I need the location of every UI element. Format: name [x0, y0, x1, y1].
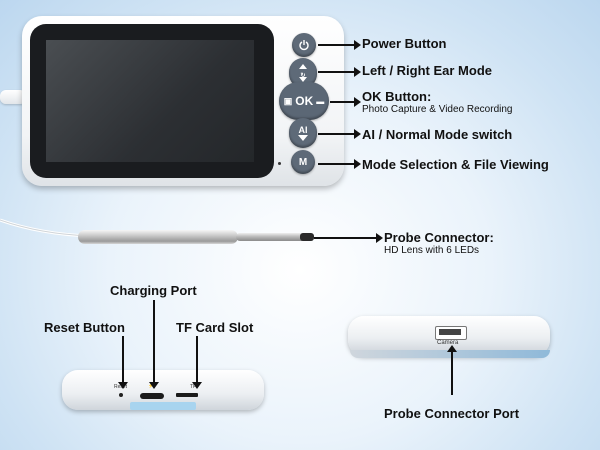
probe-connector-label: Probe Connector: [384, 230, 494, 245]
arrowhead [149, 382, 159, 389]
arrowhead [354, 129, 361, 139]
arrowhead [376, 233, 383, 243]
arrowhead [354, 97, 361, 107]
probe-connector-port-label: Probe Connector Port [384, 406, 520, 421]
ok-button[interactable]: ▣ OK ▬ [279, 82, 329, 120]
indicator-dot [278, 162, 281, 165]
video-icon: ▬ [316, 96, 325, 106]
leader-line-charging [153, 300, 155, 384]
leader-line-power [318, 44, 356, 46]
port-socket [439, 329, 461, 335]
mode-button[interactable]: M [291, 150, 315, 174]
ai-mode-button[interactable]: AI [289, 118, 317, 148]
probe-handle [78, 230, 238, 244]
ok-button-text: OK [295, 94, 314, 108]
arrowhead [447, 345, 457, 352]
leader-line-probe [314, 237, 380, 239]
reset-button[interactable] [119, 393, 123, 397]
leader-line-mode [318, 163, 356, 165]
arrowhead [354, 67, 361, 77]
arrowhead [354, 40, 361, 50]
ear-arrows-icon: ↻ [299, 64, 307, 82]
leader-line-camera-port [451, 350, 453, 395]
power-icon [299, 40, 309, 51]
tf-card-slot[interactable] [176, 393, 198, 397]
probe-lens [300, 233, 314, 241]
leader-line-ai [318, 133, 356, 135]
camera-icon: ▣ [283, 95, 293, 106]
ai-switch-label: AI / Normal Mode switch [362, 127, 513, 142]
charging-port-label: Charging Port [110, 283, 197, 298]
cable-stub [0, 90, 26, 104]
ai-button-text: AI [298, 125, 308, 135]
tf-card-slot-label: TF Card Slot [176, 320, 254, 335]
probe-connector-sublabel: HD Lens with 6 LEDs [384, 245, 480, 256]
leader-line-tf [196, 336, 198, 384]
mode-button-text: M [298, 156, 308, 168]
leader-line-ok [330, 101, 356, 103]
arrowhead [192, 382, 202, 389]
probe-shaft [236, 233, 314, 241]
down-arrow-icon [298, 135, 308, 141]
ok-button-label: OK Button: [362, 89, 432, 104]
ear-mode-label: Left / Right Ear Mode [362, 63, 492, 78]
reset-button-label: Reset Button [44, 320, 125, 335]
charging-port[interactable] [140, 393, 164, 399]
device-screen [46, 40, 254, 162]
arrowhead [118, 382, 128, 389]
power-button[interactable] [292, 33, 316, 57]
mode-selection-label: Mode Selection & File Viewing [362, 157, 549, 172]
power-button-label: Power Button [362, 36, 447, 51]
camera-port-text: Camera [437, 340, 459, 346]
leader-line-reset [122, 336, 124, 384]
arrowhead [354, 159, 361, 169]
ok-button-sublabel: Photo Capture & Video Recording [362, 104, 513, 115]
bottom-accent-strip [130, 402, 196, 410]
svg-text:↻: ↻ [300, 72, 305, 79]
leader-line-ear [318, 71, 356, 73]
top-accent-strip [350, 350, 550, 358]
